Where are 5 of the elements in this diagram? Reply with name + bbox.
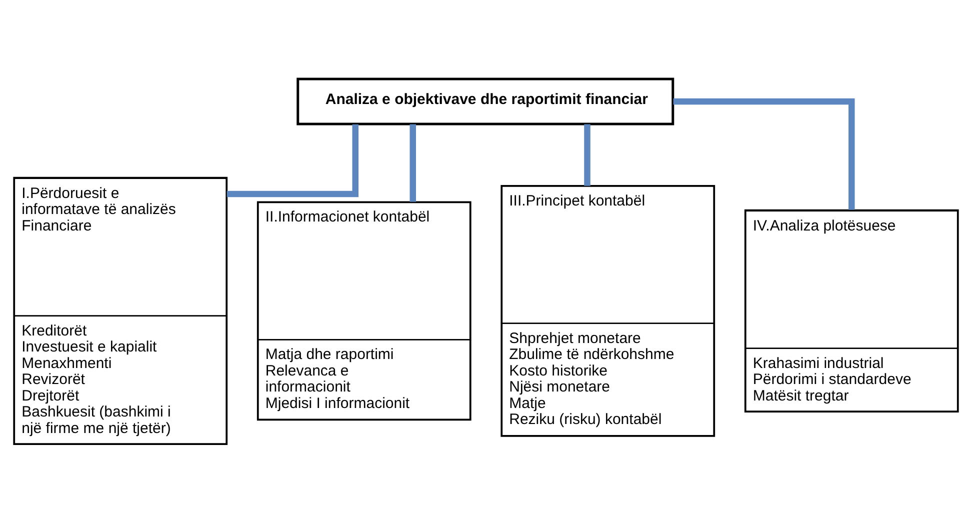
connector xyxy=(584,124,590,186)
connector xyxy=(226,124,358,198)
node-box: Analiza e objektivave dhe raportimit financiar xyxy=(296,78,674,126)
connector xyxy=(409,124,416,202)
connector xyxy=(672,98,854,210)
